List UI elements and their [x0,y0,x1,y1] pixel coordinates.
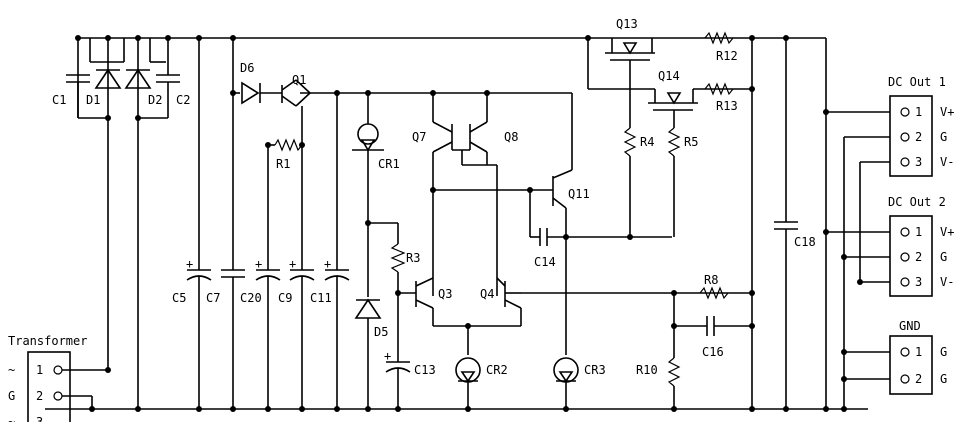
dc-out-1-pin-2-signal: G [940,130,947,144]
label-d2: D2 [148,93,162,107]
pass-transistor-section [233,79,572,152]
gnd-pin-2-num: 2 [915,372,922,386]
label-c18: C18 [794,235,816,249]
transformer-pin-2-signal: G [8,389,15,403]
dc-out-1-pin-3-num: 3 [915,155,922,169]
label-c2: C2 [176,93,190,107]
label-r12: R12 [716,49,738,63]
plus-mark-c5: + [186,257,193,271]
dc-out-1-connector [889,95,933,177]
label-q4: Q4 [480,287,494,301]
plus-mark-c11: + [324,257,331,271]
label-q11: Q11 [568,187,590,201]
label-d6: D6 [240,61,254,75]
plus-mark-c20: + [255,257,262,271]
label-c5: C5 [172,291,186,305]
filter-caps [186,38,350,409]
component-labels: C1 D1 D2 C2 D6 Q1 R1 CR1 Q7 Q8 Q11 Q13 Q… [52,17,816,377]
dc-out-2-pin-3-signal: V- [940,275,954,289]
label-r13: R13 [716,99,738,113]
label-q13: Q13 [616,17,638,31]
label-q7: Q7 [412,130,426,144]
label-d1: D1 [86,93,100,107]
plus-mark-c9: + [289,257,296,271]
label-r5: R5 [684,135,698,149]
transformer-connector [27,351,108,422]
dc-out-1-title: DC Out 1 [888,75,946,89]
transformer-pin-1-num: 1 [36,363,43,377]
protection-section [587,31,798,409]
rectifier-section [66,38,180,409]
gnd-pin-2-signal: G [940,372,947,386]
plus-mark-c13: + [384,349,391,363]
label-cr3: CR3 [584,363,606,377]
gnd-pin-1-num: 1 [915,345,922,359]
label-c13: C13 [414,363,436,377]
label-c14: C14 [534,255,556,269]
label-q14: Q14 [658,69,680,83]
label-cr1: CR1 [378,157,400,171]
connector-labels: DC Out 1 1 V+ 2 G 3 V- DC Out 2 1 V+ 2 G… [8,75,954,422]
label-q1: Q1 [292,73,306,87]
transformer-pin-3-signal: ~ [8,415,15,422]
dc-out-2-title: DC Out 2 [888,195,946,209]
label-r8: R8 [704,273,718,287]
reference-section [352,93,411,409]
dc-out-2-pin-3-num: 3 [915,275,922,289]
transformer-title: Transformer [8,334,87,348]
dc-out-2-pin-2-num: 2 [915,250,922,264]
label-r1: R1 [276,157,290,171]
label-c20: C20 [240,291,262,305]
gnd-pin-1-signal: G [940,345,947,359]
dc-out-2-pin-1-signal: V+ [940,225,954,239]
dc-out-1-pin-2-num: 2 [915,130,922,144]
dc-out-1-pin-3-signal: V- [940,155,954,169]
label-c11: C11 [310,291,332,305]
feedback-section [667,286,752,409]
label-q8: Q8 [504,130,518,144]
label-r4: R4 [640,135,654,149]
output-wiring [825,38,890,409]
label-c16: C16 [702,345,724,359]
dc-out-1-pin-1-num: 1 [915,105,922,119]
label-d5: D5 [374,325,388,339]
dc-out-1-pin-1-signal: V+ [940,105,954,119]
label-c7: C7 [206,291,220,305]
label-c9: C9 [278,291,292,305]
junction-dots [75,35,863,412]
transformer-pin-2-num: 2 [36,389,43,403]
dc-out-2-pin-1-num: 1 [915,225,922,239]
gnd-connector [889,335,933,395]
transformer-pin-3-num: 3 [36,415,43,422]
label-r10: R10 [636,363,658,377]
polarity-marks: + + + + + [186,257,391,363]
label-q3: Q3 [438,287,452,301]
transformer-pin-1-signal: ~ [8,363,15,377]
label-c1: C1 [52,93,66,107]
gnd-title: GND [899,319,921,333]
dc-out-2-pin-2-signal: G [940,250,947,264]
label-r3: R3 [406,251,420,265]
dc-out-2-connector [889,215,933,297]
label-cr2: CR2 [486,363,508,377]
